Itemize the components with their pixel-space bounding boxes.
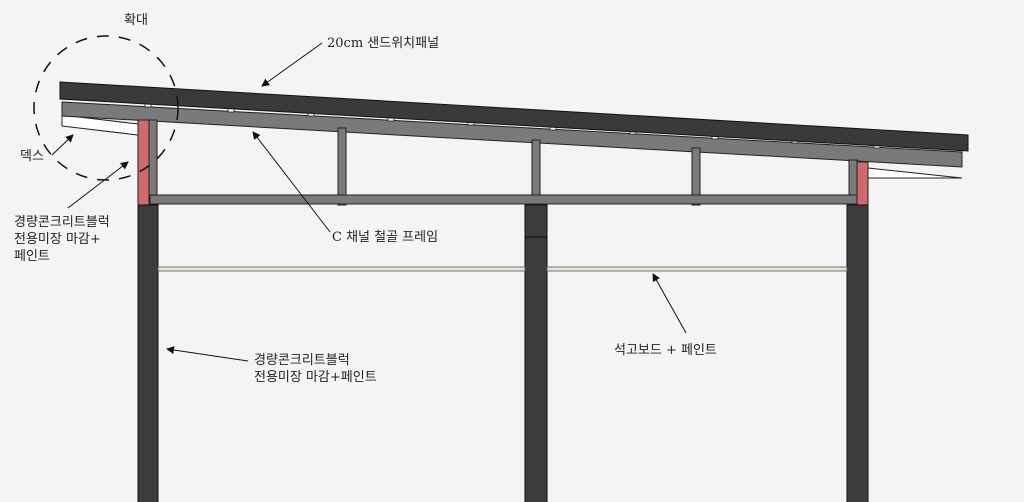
zoom-circle xyxy=(33,35,179,181)
label-line: 페인트 xyxy=(14,249,50,264)
arrow-channel xyxy=(252,131,331,233)
label-line: 경량콘크리트블럭 xyxy=(14,215,110,230)
sandwich-panel xyxy=(59,81,969,152)
soffit-right xyxy=(867,167,963,179)
column-middle xyxy=(524,204,548,502)
label-line: 전용미장 마감+페인트 xyxy=(254,370,377,385)
label-deck: 덱스 xyxy=(20,149,44,164)
block-wall-top-left xyxy=(137,119,150,206)
label-sandwich-panel: 20cm 샌드위치패널 xyxy=(327,36,440,51)
arrow-panel xyxy=(261,42,323,87)
arrow-block-top xyxy=(67,161,129,209)
label-c-channel: C 채널 철골 프레임 xyxy=(332,230,439,245)
gypsum-board-right xyxy=(546,266,848,272)
c-channel-rafter xyxy=(61,101,963,168)
arrow-gypsum xyxy=(652,273,687,334)
label-gypsum: 석고보드 + 페인트 xyxy=(614,343,717,358)
label-line: 경량콘크리트블럭 xyxy=(254,353,350,368)
column-right xyxy=(846,204,869,502)
column-left xyxy=(137,204,159,502)
label-line: 전용미장 마감+ xyxy=(14,232,101,247)
gypsum-board-left xyxy=(157,266,526,272)
label-zoom: 확대 xyxy=(124,13,148,28)
block-wall-top-right xyxy=(856,161,869,206)
horizontal-beam xyxy=(149,194,859,205)
label-block-top: 경량콘크리트블럭 전용미장 마감+ 페인트 xyxy=(14,214,110,265)
arrow-deck xyxy=(51,134,74,156)
arrow-block-bottom xyxy=(166,346,249,362)
label-block-bottom: 경량콘크리트블럭 전용미장 마감+페인트 xyxy=(254,352,377,386)
